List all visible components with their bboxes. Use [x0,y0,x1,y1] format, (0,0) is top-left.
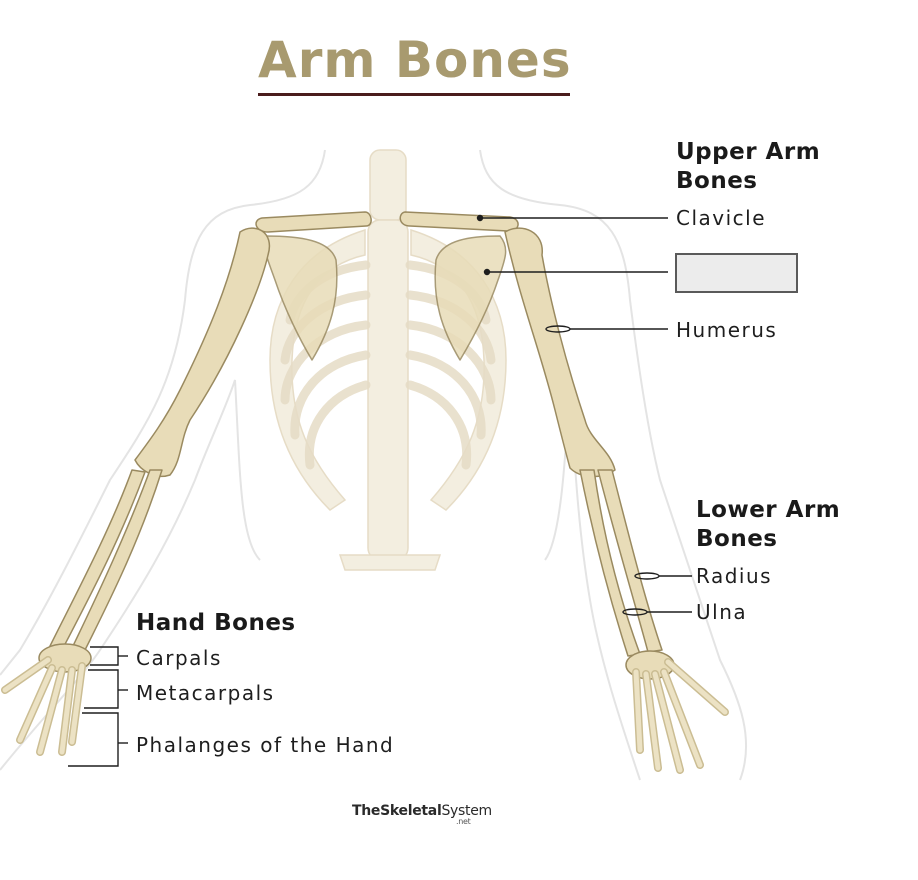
lower-arm-heading-line2: Bones [696,526,778,552]
left-scapula [263,235,338,361]
metacarpals-bracket [84,669,119,709]
hand-bones-heading: Hand Bones [136,610,296,636]
label-radius: Radius [696,564,773,588]
right-radius [597,469,663,653]
site-watermark: TheSkeletalSystem .net [352,803,492,826]
label-phalanges: Phalanges of the Hand [136,733,395,757]
watermark-suffix: .net [456,817,471,826]
title-underline [258,93,570,96]
phalanges-bracket [68,712,119,767]
finger-bones-fill [2,657,728,773]
lower-arm-heading: Lower Arm Bones [696,496,840,554]
label-ulna: Ulna [696,600,748,624]
scapula-answer-box[interactable] [675,253,798,293]
right-clavicle [399,211,519,232]
bones [38,211,675,680]
diagram-title: Arm Bones [258,31,572,89]
label-carpals: Carpals [136,646,222,670]
label-clavicle: Clavicle [676,206,767,230]
right-scapula [434,235,507,361]
right-humerus [504,227,616,478]
watermark-brand-regular: System [441,803,492,819]
watermark-brand-bold: TheSkeletal [352,803,442,819]
upper-arm-heading: Upper Arm Bones [676,138,820,196]
label-metacarpals: Metacarpals [136,681,275,705]
upper-arm-heading-line2: Bones [676,168,758,194]
label-humerus: Humerus [676,318,778,342]
left-clavicle [255,211,372,233]
lower-arm-heading-line1: Lower Arm [696,497,841,523]
leader-lines [68,214,692,767]
left-humerus [134,227,271,477]
ribcage-faded [269,149,507,571]
upper-arm-heading-line1: Upper Arm [676,139,821,165]
carpals-bracket [90,646,119,666]
